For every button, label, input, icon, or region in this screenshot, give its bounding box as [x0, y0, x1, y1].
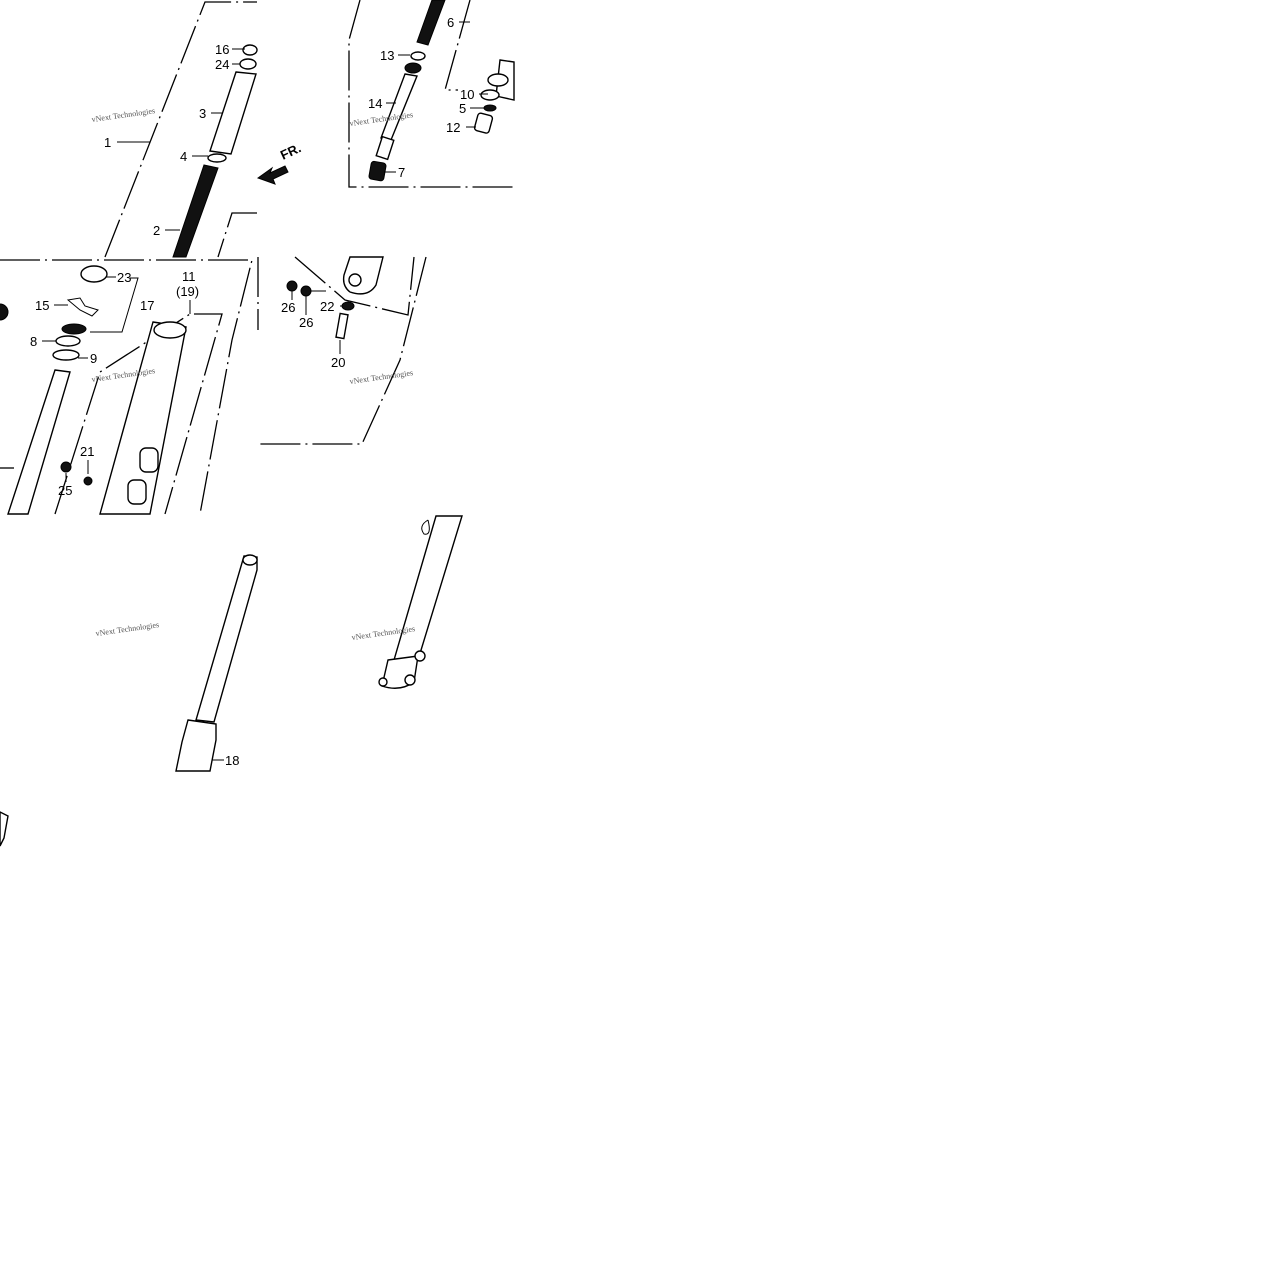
back-up-ring-part	[55, 335, 81, 347]
seal-part	[487, 73, 509, 87]
oil-lock-piece-part	[368, 160, 387, 182]
front-label: FR.	[278, 140, 303, 162]
tile-lower-right: vNext Technologies	[351, 515, 463, 689]
socket-bolt-part	[335, 312, 349, 340]
callout-16: 16	[215, 42, 229, 57]
callout-11: 11	[182, 269, 196, 284]
callout-12: 12	[446, 120, 460, 135]
callout-24: 24	[215, 57, 229, 72]
bolt-part	[300, 285, 312, 297]
callout-22: 22	[320, 299, 334, 314]
callout-4: 4	[180, 149, 187, 164]
callout-10: 10	[460, 87, 474, 102]
tile-lower-left: 18 vNext Technologies	[95, 554, 258, 772]
slider-top-part	[153, 321, 187, 339]
callout-26-b: 26	[299, 315, 313, 330]
callout-20: 20	[331, 355, 345, 370]
partial-part	[0, 303, 9, 321]
stopper-ring-part	[66, 297, 99, 317]
tile-top-left: FR. 16 24 3 4 2 1 vNext Technologies	[91, 1, 303, 258]
front-arrow-icon	[256, 165, 289, 185]
fork-tube-lower-part	[195, 555, 258, 723]
callout-13: 13	[380, 48, 394, 63]
callout-1: 1	[104, 135, 111, 150]
boss-part	[414, 650, 426, 662]
callout-2: 2	[153, 223, 160, 238]
washer-part	[341, 301, 355, 311]
callout-7: 7	[398, 165, 405, 180]
fork-cap-part	[80, 265, 108, 283]
callout-5: 5	[459, 101, 466, 116]
callout-3: 3	[199, 106, 206, 121]
fork-tube-upper-part	[209, 71, 257, 155]
watermark: vNext Technologies	[349, 110, 414, 128]
tile-middle-right: 26 26 22 20 vNext Technologies	[257, 256, 427, 445]
callout-17: 17	[140, 298, 154, 313]
tile-top-right: 6 13 14 7 10 5 12 vNext Technologies	[348, 0, 515, 188]
callout-14: 14	[368, 96, 382, 111]
o-ring-part	[239, 58, 257, 70]
drain-bolt-part	[60, 461, 72, 473]
watermark: vNext Technologies	[95, 620, 160, 638]
bushing-part	[473, 112, 494, 134]
callout-26-a: 26	[281, 300, 295, 315]
callout-9: 9	[90, 351, 97, 366]
seal-ring-part	[61, 323, 87, 335]
tube-end-part	[242, 554, 258, 566]
fork-tube-part	[7, 369, 71, 515]
watermark: vNext Technologies	[349, 368, 414, 386]
foot-bolt-part	[378, 677, 388, 687]
bolt-part	[286, 280, 298, 292]
spring-end-part	[416, 0, 446, 46]
callout-8: 8	[30, 334, 37, 349]
ring-part	[207, 153, 227, 163]
rod-tip-part	[375, 135, 395, 161]
tile-bottom-fragment	[0, 811, 9, 847]
fork-slider-lower-part	[393, 515, 463, 661]
foot-bolt-part	[404, 674, 416, 686]
callout-23: 23	[117, 270, 131, 285]
axle-boss-part	[127, 479, 147, 505]
axle-hole-part	[348, 273, 362, 287]
axle-boss-part	[139, 447, 159, 473]
callout-6: 6	[447, 15, 454, 30]
callout-25: 25	[58, 483, 72, 498]
damper-rod-part	[380, 73, 418, 141]
watermark: vNext Technologies	[91, 106, 156, 124]
slider-end-part	[342, 256, 384, 295]
washer-part	[83, 476, 93, 486]
cap-part	[242, 44, 258, 56]
washer-part	[480, 89, 500, 101]
callout-18: 18	[225, 753, 239, 768]
clip-part	[483, 104, 497, 112]
partial-part	[0, 811, 9, 847]
slider-collar-part	[175, 719, 217, 772]
dust-seal-part	[52, 349, 80, 361]
piston-head-part	[404, 62, 422, 74]
tile-middle-left: 23 17 15 8 9 11 (19) 21 25 vNext Technol…	[0, 259, 253, 515]
callout-11-alt: (19)	[176, 284, 199, 299]
fork-spring-part	[172, 164, 219, 258]
piston-ring-part	[410, 51, 426, 61]
callout-21: 21	[80, 444, 94, 459]
callout-15: 15	[35, 298, 49, 313]
